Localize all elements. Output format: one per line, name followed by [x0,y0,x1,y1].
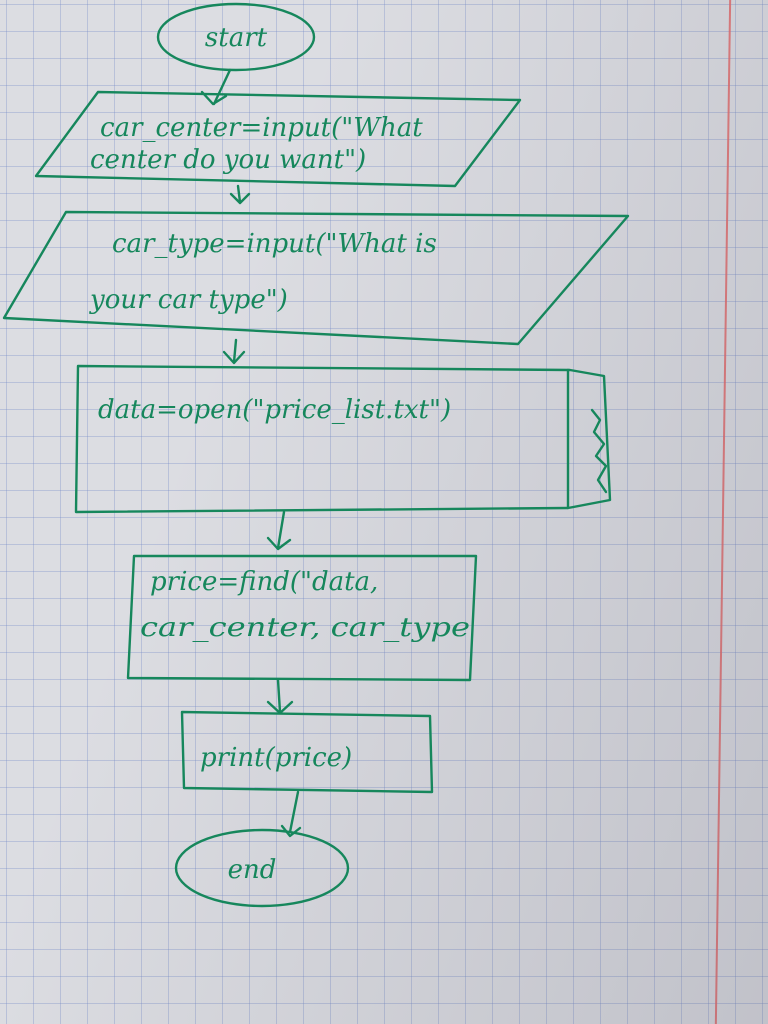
start-label: start [205,23,268,53]
arrowhead [229,192,251,205]
print-price-label: print(price) [200,743,352,773]
arrow-line [212,68,232,106]
arrow-line [276,678,282,714]
arrowhead [266,536,292,551]
arrow-line [288,790,300,834]
arrowhead [222,350,246,365]
start-ellipse [156,2,316,72]
print-price-rectangle [180,710,434,794]
input-center-line1: car_center=input("What [100,113,423,143]
input-type-parallelogram [2,210,630,346]
arrowhead [200,90,228,106]
arrow-line [236,184,242,204]
print-price-node: print(price) [180,710,434,794]
arrow-center-to-type [229,184,251,205]
end-node: end [174,828,350,908]
open-file-node: data=open("price_list.txt") [74,364,612,514]
file-shape-outline [74,364,612,514]
input-center-line2: center do you want") [90,145,366,175]
end-ellipse [174,828,350,908]
input-car-center-node: car_center=input("What center do you wan… [34,90,522,188]
arrowhead [280,824,302,838]
arrow-type-to-open [222,338,246,365]
input-car-type-node: car_type=input("What is your car type") [2,210,630,346]
find-price-line1: price=find("data, [150,567,378,597]
arrow-start-to-center [200,68,232,106]
find-price-line2: car_center, car_type [140,613,470,643]
arrow-find-to-print [266,678,294,715]
start-node: start [156,2,316,72]
input-type-line1: car_type=input("What is [112,229,437,259]
arrow-line [232,338,238,364]
input-type-line2: your car type") [89,285,288,315]
arrow-line [276,510,286,550]
arrow-open-to-find [266,510,292,551]
file-wavy-edge [590,408,608,494]
arrow-print-to-end [280,790,302,838]
find-price-rectangle [126,554,478,682]
end-label: end [228,855,277,885]
input-center-parallelogram [34,90,522,188]
find-price-node: price=find("data, car_center, car_type [126,554,478,682]
open-file-label: data=open("price_list.txt") [98,395,451,425]
